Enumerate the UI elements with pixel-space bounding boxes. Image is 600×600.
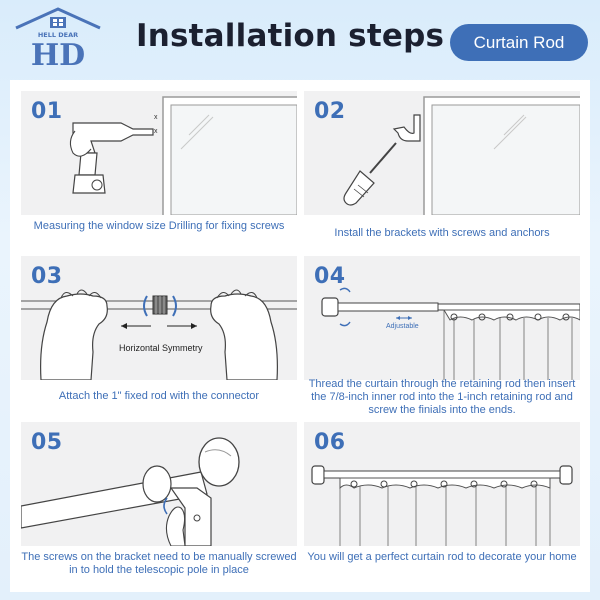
step-caption-03: Attach the 1" fixed rod with the connect… [58, 390, 260, 402]
step-number: 01 [31, 99, 63, 124]
step-panel-05: 05 [21, 422, 297, 546]
adjustable-label: Adjustable [386, 323, 419, 330]
page-title: Installation steps [136, 18, 445, 54]
step-caption-04: Thread the curtain through the retaining… [308, 378, 576, 416]
step-number: 05 [31, 430, 63, 455]
product-badge: Curtain Rod [450, 24, 588, 61]
steps-sheet: x x 01 Measuring the window size Drillin… [10, 80, 590, 592]
step-panel-06: 06 [304, 422, 580, 546]
hands-icon [21, 289, 297, 380]
step-panel-01: x x 01 [21, 91, 297, 215]
step-number: 03 [31, 264, 63, 289]
curtain-rod-icon [311, 465, 573, 546]
logo: HELL DEAR HD [15, 7, 101, 68]
step-caption-01: Measuring the window size Drilling for f… [33, 220, 285, 232]
step-caption-06: You will get a perfect curtain rod to de… [307, 551, 577, 563]
svg-text:x: x [154, 128, 158, 135]
drill-icon: x x [69, 96, 297, 215]
step-caption-02: Install the brackets with screws and anc… [334, 227, 550, 239]
step-number: 02 [314, 99, 346, 124]
step-number: 06 [314, 430, 346, 455]
symmetry-label: Horizontal Symmetry [119, 343, 203, 353]
step-panel-02: 02 [304, 91, 580, 215]
header: HELL DEAR HD Installation steps Curtain … [0, 0, 600, 78]
svg-text:x: x [154, 114, 158, 121]
step-panel-03: 03 Horizontal Symmetry [21, 256, 297, 380]
step-panel-04: 04 Adjustable [304, 256, 580, 380]
finial-icon [21, 437, 240, 546]
step-caption-05: The screws on the bracket need to be man… [21, 551, 297, 576]
logo-text: HD [31, 38, 85, 68]
step-number: 04 [314, 264, 346, 289]
logo-tagline: HELL DEAR [38, 31, 78, 39]
curtain-icon [321, 287, 580, 380]
screwdriver-icon [343, 96, 580, 215]
